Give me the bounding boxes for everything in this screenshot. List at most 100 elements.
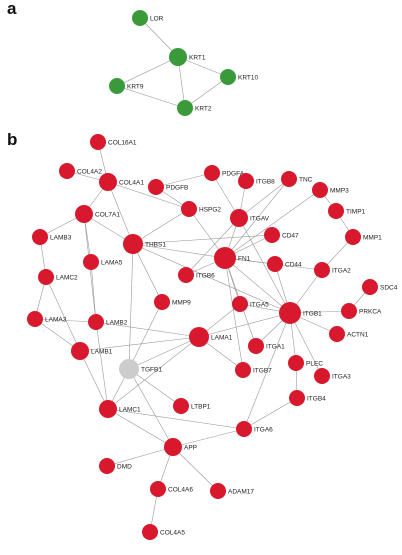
node-circle-mmp3[interactable]: [312, 182, 328, 198]
node-circle-krt10[interactable]: [220, 69, 236, 85]
node-circle-krt2[interactable]: [177, 100, 193, 116]
node-pdgfb[interactable]: PDGFB: [148, 179, 188, 195]
node-circle-lamb3[interactable]: [32, 229, 48, 245]
node-circle-itga5[interactable]: [232, 296, 248, 312]
node-circle-krt1[interactable]: [169, 48, 187, 66]
node-circle-plec[interactable]: [288, 355, 304, 371]
node-circle-mmp9[interactable]: [154, 294, 170, 310]
node-timp1[interactable]: TIMP1: [328, 203, 366, 219]
node-circle-lamb2[interactable]: [88, 314, 104, 330]
node-itga1[interactable]: ITGA1: [248, 338, 285, 354]
node-tnc[interactable]: TNC: [281, 171, 313, 187]
node-lamc1[interactable]: LAMC1: [99, 400, 141, 418]
node-lamb2[interactable]: LAMB2: [88, 314, 128, 330]
node-tgfb1[interactable]: TGFB1: [119, 359, 162, 379]
node-krt10[interactable]: KRT10: [220, 69, 258, 85]
node-circle-pdgfa[interactable]: [204, 165, 220, 181]
node-circle-itga6[interactable]: [236, 421, 252, 437]
node-circle-col4a2[interactable]: [59, 163, 75, 179]
node-col4a2[interactable]: COL4A2: [59, 163, 102, 179]
node-circle-app[interactable]: [164, 438, 182, 456]
node-circle-itgav[interactable]: [230, 209, 248, 227]
node-lama1[interactable]: LAMA1: [189, 327, 233, 347]
node-col16a1[interactable]: COL16A1: [90, 134, 137, 150]
node-app[interactable]: APP: [164, 438, 197, 456]
node-itgav[interactable]: ITGAV: [230, 209, 270, 227]
node-mmp9[interactable]: MMP9: [154, 294, 191, 310]
node-circle-col7a1[interactable]: [75, 205, 93, 223]
node-krt1[interactable]: KRT1: [169, 48, 206, 66]
node-circle-itgb8[interactable]: [238, 173, 254, 189]
node-circle-col4a6[interactable]: [150, 481, 166, 497]
node-thbs1[interactable]: THBS1: [123, 234, 166, 254]
node-pdgfa[interactable]: PDGFA: [204, 165, 245, 181]
node-lamc2[interactable]: LAMC2: [38, 269, 78, 285]
node-circle-lama5[interactable]: [83, 254, 99, 270]
node-circle-lama3[interactable]: [27, 311, 43, 327]
node-itgb1[interactable]: ITGB1: [279, 302, 322, 324]
node-cd44[interactable]: CD44: [267, 256, 302, 272]
node-circle-tnc[interactable]: [281, 171, 297, 187]
node-circle-thbs1[interactable]: [123, 234, 143, 254]
node-circle-itga3[interactable]: [314, 368, 330, 384]
node-lamb3[interactable]: LAMB3: [32, 229, 72, 245]
node-circle-tgfb1[interactable]: [119, 359, 139, 379]
node-col4a6[interactable]: COL4A6: [150, 481, 193, 497]
node-col4a5[interactable]: COL4A5: [142, 524, 185, 540]
node-dmd[interactable]: DMD: [99, 458, 132, 474]
node-actn1[interactable]: ACTN1: [329, 326, 369, 342]
node-circle-pdgfb[interactable]: [148, 179, 164, 195]
node-sdc4[interactable]: SDC4: [362, 279, 398, 295]
node-circle-dmd[interactable]: [99, 458, 115, 474]
node-circle-cd47[interactable]: [264, 227, 280, 243]
node-circle-col4a5[interactable]: [142, 524, 158, 540]
node-mmp3[interactable]: MMP3: [312, 182, 349, 198]
node-lamb1[interactable]: LAMB1: [71, 342, 113, 360]
node-plec[interactable]: PLEC: [288, 355, 323, 371]
node-mmp1[interactable]: MMP1: [345, 229, 382, 245]
node-circle-lamb1[interactable]: [71, 342, 89, 360]
node-circle-lama1[interactable]: [189, 327, 209, 347]
node-circle-lor[interactable]: [132, 10, 148, 26]
node-circle-fn1[interactable]: [214, 247, 236, 269]
node-circle-lamc1[interactable]: [99, 400, 117, 418]
node-circle-krt9[interactable]: [109, 78, 125, 94]
node-itga2[interactable]: ITGA2: [314, 262, 351, 278]
node-circle-prkca[interactable]: [341, 303, 357, 319]
node-cd47[interactable]: CD47: [264, 227, 299, 243]
node-col4a1[interactable]: COL4A1: [99, 173, 144, 191]
node-circle-timp1[interactable]: [328, 203, 344, 219]
node-circle-ltbp1[interactable]: [173, 398, 189, 414]
node-itgb8[interactable]: ITGB8: [238, 173, 275, 189]
node-circle-itgb6[interactable]: [178, 267, 194, 283]
node-circle-col4a1[interactable]: [99, 173, 117, 191]
node-circle-col16a1[interactable]: [90, 134, 106, 150]
node-prkca[interactable]: PRKCA: [341, 303, 382, 319]
node-itga5[interactable]: ITGA5: [232, 296, 269, 312]
node-lama3[interactable]: LAMA3: [27, 311, 67, 327]
node-itga6[interactable]: ITGA6: [236, 421, 273, 437]
node-lor[interactable]: LOR: [132, 10, 164, 26]
node-fn1[interactable]: FN1: [214, 247, 251, 269]
node-krt9[interactable]: KRT9: [109, 78, 144, 94]
node-ltbp1[interactable]: LTBP1: [173, 398, 211, 414]
node-krt2[interactable]: KRT2: [177, 100, 212, 116]
node-itgb6[interactable]: ITGB6: [178, 267, 215, 283]
node-circle-hspg2[interactable]: [181, 201, 197, 217]
node-itgb4[interactable]: ITGB4: [289, 390, 326, 406]
node-circle-itgb1[interactable]: [279, 302, 301, 324]
node-circle-actn1[interactable]: [329, 326, 345, 342]
node-circle-adam17[interactable]: [210, 483, 226, 499]
node-circle-itgb4[interactable]: [289, 390, 305, 406]
node-circle-itga2[interactable]: [314, 262, 330, 278]
node-hspg2[interactable]: HSPG2: [181, 201, 221, 217]
node-circle-sdc4[interactable]: [362, 279, 378, 295]
node-circle-lamc2[interactable]: [38, 269, 54, 285]
node-circle-itgb7[interactable]: [235, 362, 251, 378]
node-circle-mmp1[interactable]: [345, 229, 361, 245]
node-adam17[interactable]: ADAM17: [210, 483, 254, 499]
node-itgb7[interactable]: ITGB7: [235, 362, 272, 378]
node-col7a1[interactable]: COL7A1: [75, 205, 120, 223]
node-circle-cd44[interactable]: [267, 256, 283, 272]
node-circle-itga1[interactable]: [248, 338, 264, 354]
